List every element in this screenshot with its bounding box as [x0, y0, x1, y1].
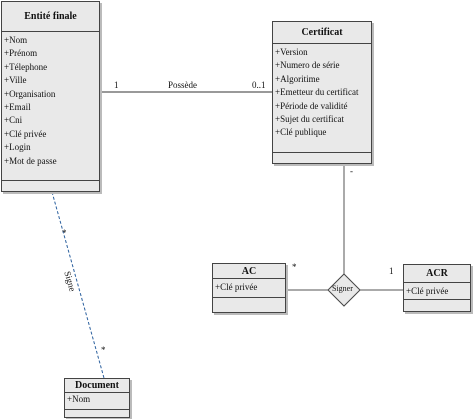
class-certificat-title: Certificat — [273, 22, 371, 44]
possede-label: Possède — [168, 80, 197, 90]
attribute: +Mot de passe — [4, 155, 57, 166]
signe-association-line — [51, 191, 105, 379]
operations-separator — [273, 152, 371, 153]
operations-separator — [404, 299, 470, 300]
signe-multiplicity-target: * — [101, 345, 106, 355]
class-entite-finale-title: Entité finale — [2, 2, 99, 32]
acr-attributes: +Clé privée — [404, 283, 470, 298]
attribute: +Login — [4, 142, 31, 153]
signer-multiplicity-ac: * — [292, 262, 297, 272]
class-ac-title: AC — [213, 264, 285, 279]
attribute: +Clé privée — [4, 128, 47, 139]
class-acr[interactable]: ACR +Clé privée — [403, 264, 471, 312]
attribute: +Algoritime — [275, 73, 320, 84]
attribute: +Emetteur du certificat — [275, 87, 359, 98]
signer-multiplicity-acr: 1 — [389, 266, 394, 276]
class-entite-finale[interactable]: Entité finale +Nom +Prénom +Télephone +V… — [1, 1, 100, 192]
attribute: +Nom — [4, 35, 28, 45]
attribute: +Clé publique — [275, 127, 327, 138]
certificat-attributes: +Version +Numero de série +Algoritime +E… — [273, 44, 371, 140]
class-ac[interactable]: AC +Clé privée — [212, 263, 286, 313]
document-attributes: +Nom — [65, 393, 129, 406]
attribute: +Clé privée — [215, 282, 258, 292]
ac-attributes: +Clé privée — [213, 279, 285, 294]
attribute: +Sujet du certificat — [275, 114, 345, 125]
class-acr-title: ACR — [404, 265, 470, 283]
signer-diamond — [327, 273, 361, 307]
attribute: +Ville — [4, 75, 27, 86]
attribute: +Clé privée — [406, 286, 449, 296]
attribute: +Télephone — [4, 61, 48, 72]
possede-multiplicity-target: 0..1 — [252, 80, 266, 90]
signer-multiplicity-certificat: - — [350, 166, 353, 176]
signe-multiplicity-source: * — [62, 228, 67, 238]
possede-multiplicity-source: 1 — [114, 80, 119, 90]
attribute: +Version — [275, 47, 308, 57]
attribute: +Nom — [67, 394, 91, 404]
operations-separator — [213, 297, 285, 298]
attribute: +Cni — [4, 115, 23, 126]
entite-finale-attributes: +Nom +Prénom +Télephone +Ville +Organisa… — [2, 32, 99, 168]
class-document-title: Document — [65, 379, 129, 393]
attribute: +Email — [4, 102, 31, 113]
class-document[interactable]: Document +Nom — [64, 378, 130, 418]
class-certificat[interactable]: Certificat +Version +Numero de série +Al… — [272, 21, 372, 164]
operations-separator — [65, 409, 129, 410]
attribute: +Numero de série — [275, 60, 340, 71]
attribute: +Organisation — [4, 88, 56, 99]
signer-label: Signer — [332, 284, 353, 293]
attribute: +Prénom — [4, 48, 38, 59]
attribute: +Période de validité — [275, 100, 348, 111]
operations-separator — [2, 180, 99, 181]
